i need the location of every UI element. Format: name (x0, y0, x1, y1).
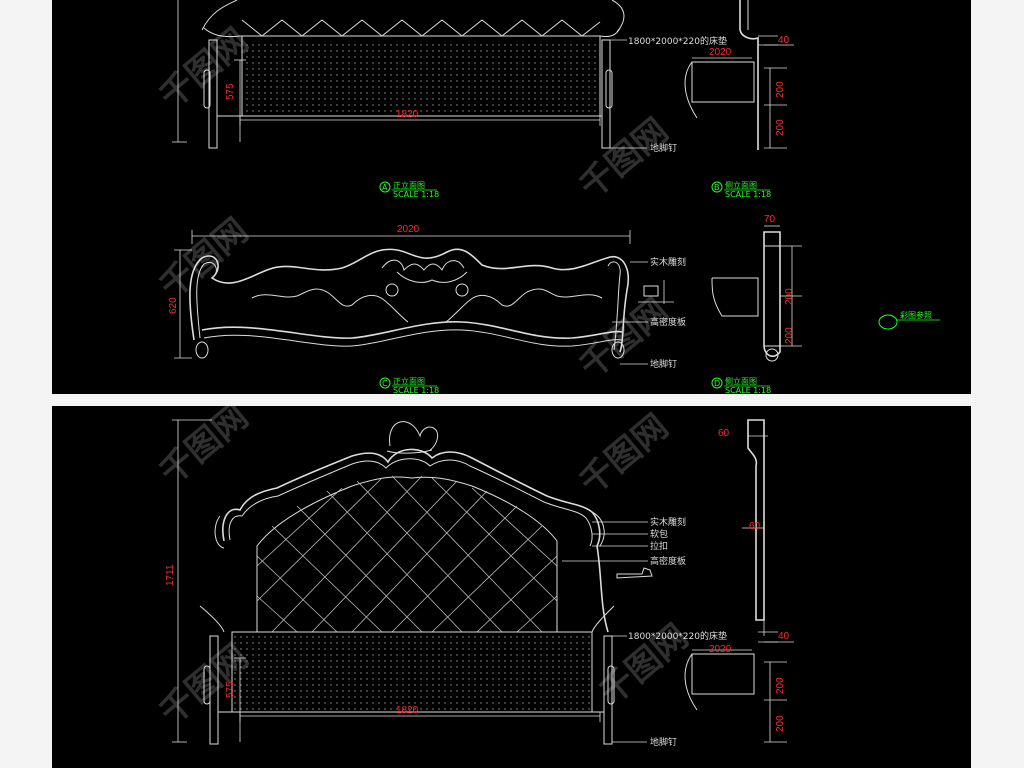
dim-1711: 1711 (165, 564, 176, 586)
svg-text:SCALE 1:18: SCALE 1:18 (393, 190, 439, 199)
soft-pack-label: 软包 (650, 528, 668, 540)
headboard-front (199, 421, 615, 745)
dim-575-a: 575 (225, 83, 236, 100)
dim-1820: 1820 (396, 705, 419, 716)
carving-label: 实木雕刻 (650, 516, 686, 528)
dim-575: 575 (225, 681, 236, 698)
drawing-panel-bottom: 千图网 千图网 千图网 千图网 (52, 406, 971, 768)
view-title-b: B 侧立面图 SCALE 1:18 (711, 180, 771, 199)
dim-620-c: 620 (168, 297, 179, 314)
dim-200-a: 200 (775, 677, 786, 694)
dim-60-b: 60 (749, 521, 761, 532)
dimension-lines-bottom (172, 419, 648, 743)
headboard-front-partial (201, 0, 625, 149)
mattress-note-a: 1800*2000*220的床垫 (628, 35, 727, 47)
svg-text:SCALE 1:18: SCALE 1:18 (393, 386, 439, 394)
svg-text:D: D (714, 379, 720, 388)
board-label: 高密度板 (650, 555, 686, 567)
foot-nail-label-a: 地脚钉 (650, 142, 677, 154)
dim-40: 40 (778, 631, 790, 642)
dim-40-b: 40 (778, 35, 790, 46)
svg-text:正立面图: 正立面图 (393, 180, 425, 190)
dim-70-d: 70 (764, 214, 776, 225)
dim-200-b: 200 (775, 715, 786, 732)
cad-drawing-top: 千图网 千图网 千图网 千图网 (152, 0, 940, 394)
mattress-note: 1800*2000*220的床垫 (628, 630, 727, 642)
dim-2020-c: 2020 (397, 224, 420, 235)
svg-text:SCALE 1:18: SCALE 1:18 (725, 190, 771, 199)
svg-text:A: A (382, 183, 388, 192)
svg-text:侧立面图: 侧立面图 (725, 180, 757, 190)
section-detail-c (638, 280, 674, 304)
carving-label-c: 实木雕刻 (650, 256, 686, 268)
dim-200-b1: 200 (775, 81, 786, 98)
svg-text:千图网: 千图网 (572, 407, 676, 503)
svg-text:千图网: 千图网 (572, 291, 676, 387)
svg-text:SCALE 1:18: SCALE 1:18 (725, 386, 771, 394)
drawing-panel-top: 千图网 千图网 千图网 千图网 (52, 0, 971, 394)
svg-text:千图网: 千图网 (572, 111, 676, 207)
button-label: 拉扣 (650, 540, 668, 552)
svg-text:千图网: 千图网 (152, 211, 256, 307)
view-title-d: D 侧立面图 SCALE 1:18 (711, 376, 771, 394)
side-view (684, 419, 794, 743)
svg-text:B: B (714, 183, 720, 192)
footboard-front-c (189, 248, 629, 359)
svg-text:侧立面图: 侧立面图 (725, 376, 757, 386)
dim-60-a: 60 (718, 428, 730, 439)
foot-nail-label: 地脚钉 (650, 736, 677, 748)
svg-text:C: C (382, 379, 388, 388)
dim-2020-b: 2020 (709, 47, 732, 58)
side-view-b (684, 0, 794, 150)
foot-nail-label-c: 地脚钉 (650, 358, 677, 370)
svg-text:正立面图: 正立面图 (393, 376, 425, 386)
color-reference-note: 彩图参照 (878, 310, 940, 330)
svg-text:千图网: 千图网 (152, 406, 256, 493)
section-detail (616, 567, 653, 579)
dim-1820-a: 1820 (396, 109, 419, 120)
dim-200-d2: 200 (784, 327, 795, 344)
dimension-lines-a (172, 0, 647, 149)
svg-text:彩图参照: 彩图参照 (900, 310, 932, 320)
dim-2020: 2020 (709, 644, 732, 655)
view-title-c: C 正立面图 SCALE 1:18 (379, 376, 439, 394)
dimension-lines-c (174, 230, 648, 365)
board-label-c: 高密度板 (650, 316, 686, 328)
dim-200-d1: 200 (784, 288, 795, 305)
view-title-a: A 正立面图 SCALE 1:18 (379, 180, 439, 199)
dim-200-b2: 200 (775, 119, 786, 136)
cad-drawing-bottom: 千图网 千图网 千图网 千图网 (152, 406, 794, 748)
side-view-d (711, 225, 802, 362)
